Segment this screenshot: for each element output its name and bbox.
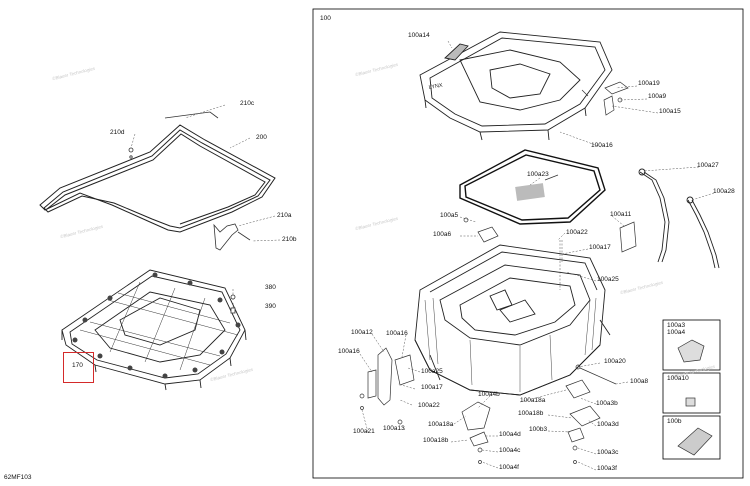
highlight-callout-box xyxy=(63,352,94,383)
latch-assembly-left xyxy=(359,347,415,425)
part-label[interactable]: 100a22 xyxy=(566,229,588,236)
part-label[interactable]: 100a11 xyxy=(610,211,632,218)
hinge-parts xyxy=(544,81,629,181)
part-label[interactable]: 100a6 xyxy=(433,231,452,238)
inset-label[interactable]: 100b xyxy=(667,418,682,425)
part-label[interactable]: 100a3b xyxy=(596,400,618,407)
part-label[interactable]: 100a18a xyxy=(520,397,546,404)
floor-tray-170 xyxy=(61,269,247,391)
part-label[interactable]: 100a9 xyxy=(648,93,667,100)
part-label[interactable]: 100a13 xyxy=(383,425,405,432)
brackets xyxy=(463,217,637,253)
right-frame xyxy=(312,8,744,479)
part-label[interactable]: 100a17 xyxy=(589,244,611,251)
part-label[interactable]: 100a4c xyxy=(499,447,521,454)
inset-parts xyxy=(677,339,713,456)
latch-parts-210 xyxy=(128,111,251,251)
part-label[interactable]: 100a21 xyxy=(353,428,375,435)
part-label[interactable]: 210d xyxy=(110,129,125,136)
lid-seal xyxy=(459,149,606,225)
part-label[interactable]: 100a25 xyxy=(597,276,619,283)
part-label[interactable]: 210a xyxy=(277,212,292,219)
part-label[interactable]: 100a3d xyxy=(597,421,619,428)
tray-bosses xyxy=(72,272,241,379)
part-label[interactable]: 100a27 xyxy=(697,162,719,169)
part-label[interactable]: 100a17 xyxy=(421,384,443,391)
part-label[interactable]: 210b xyxy=(282,236,297,243)
part-label[interactable]: 100a14 xyxy=(408,32,430,39)
tray-rib-details xyxy=(79,281,239,371)
part-label[interactable]: 100a4f xyxy=(499,464,519,471)
part-label[interactable]: 100a22 xyxy=(418,402,440,409)
part-label[interactable]: 100a23 xyxy=(527,171,549,178)
part-label[interactable]: 100a16 xyxy=(591,142,613,149)
part-label[interactable]: 100a12 xyxy=(351,329,373,336)
part-label[interactable]: 100a18b xyxy=(518,410,544,417)
part-label[interactable]: 100a3c xyxy=(597,449,619,456)
part-label[interactable]: 380 xyxy=(265,284,276,291)
part-label[interactable]: 100a5 xyxy=(440,212,459,219)
part-label[interactable]: 100a28 xyxy=(713,188,735,195)
part-label[interactable]: 100a18a xyxy=(428,421,454,428)
svg-text:LYNX: LYNX xyxy=(428,83,443,91)
box-ribs xyxy=(424,297,597,392)
storage-box-body xyxy=(414,244,611,396)
part-label[interactable]: 100a18b xyxy=(423,437,449,444)
frame-label: 100 xyxy=(320,15,331,22)
part-label[interactable]: 100a4b xyxy=(478,391,500,398)
lid xyxy=(419,31,613,141)
part-label[interactable]: 100a8 xyxy=(630,378,649,385)
part-label[interactable]: 100a16 xyxy=(338,348,360,355)
part-label[interactable]: 210c xyxy=(240,100,255,107)
part-label[interactable]: 390 xyxy=(265,303,276,310)
part-label[interactable]: 100a20 xyxy=(604,358,626,365)
bolts-380-390 xyxy=(230,294,236,314)
part-label-highlighted[interactable]: 170 xyxy=(72,362,83,369)
inset-label[interactable]: 100a10 xyxy=(667,375,689,382)
inset-label[interactable]: 100a4 xyxy=(667,329,686,336)
seal-frame-200 xyxy=(39,124,276,233)
lower-latches xyxy=(461,364,617,464)
inset-label[interactable]: 100a3 xyxy=(667,322,686,329)
diagram-code: 62MF103 xyxy=(4,474,32,481)
inset-boxes xyxy=(662,319,721,460)
part-label[interactable]: 100a15 xyxy=(659,108,681,115)
seal-label-plate xyxy=(515,183,545,201)
part-label[interactable]: 200 xyxy=(256,134,267,141)
part-label[interactable]: 100a25 xyxy=(421,368,443,375)
part-label[interactable]: 100a19 xyxy=(638,80,660,87)
gas-struts xyxy=(638,168,720,269)
part-label[interactable]: 100a3f xyxy=(597,465,617,472)
part-label[interactable]: 100a4d xyxy=(499,431,521,438)
part-label[interactable]: 100a16 xyxy=(386,330,408,337)
part-label[interactable]: 100b3 xyxy=(529,426,548,433)
